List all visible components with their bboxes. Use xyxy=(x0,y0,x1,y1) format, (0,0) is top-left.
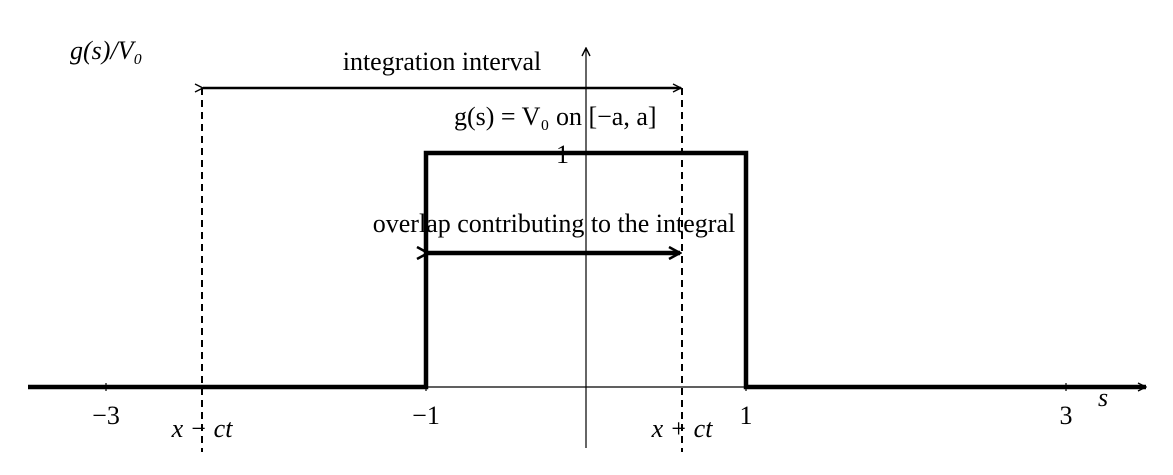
x-tick-label: −1 xyxy=(412,401,440,430)
x-minus-ct-label: x − ct xyxy=(171,414,234,443)
pulse-function-line xyxy=(28,150,1146,390)
integration-interval-label: integration interval xyxy=(343,47,542,76)
x-plus-ct-label: x + ct xyxy=(651,414,714,443)
y-axis-label: g(s)/V₀ xyxy=(70,36,143,65)
x-tick-label: 1 xyxy=(740,401,753,430)
x-axis-label: s xyxy=(1098,383,1108,412)
function-definition-label: g(s) = V₀ on [−a, a] xyxy=(454,102,657,131)
x-tick-label: −3 xyxy=(92,401,120,430)
overlap-label: overlap contributing to the integral xyxy=(373,209,735,238)
x-tick-label: 3 xyxy=(1060,401,1073,430)
